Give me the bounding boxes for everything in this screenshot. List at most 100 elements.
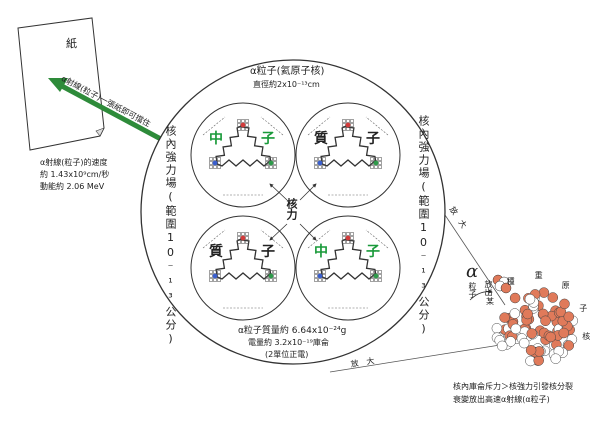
- quark-grid-cell: [350, 127, 354, 131]
- quark-grid-cell: [241, 127, 245, 131]
- quark-grid-cell: [237, 236, 241, 240]
- alpha-particle-diameter: 直徑約2x10⁻¹³cm: [253, 80, 320, 89]
- quark-grid-cell: [314, 270, 318, 274]
- alpha-speed-line1: α射線(粒子)的速度: [40, 158, 108, 167]
- quark-grid-cell: [265, 278, 269, 282]
- heavy-nucleon: [509, 308, 521, 319]
- quark-grid-cell: [374, 270, 378, 274]
- quark-grid-cell: [318, 278, 322, 282]
- alpha-particle-word: 粒子: [468, 282, 477, 298]
- charge-line1: 電量約 3.2x10⁻¹⁹庫侖: [248, 338, 329, 347]
- emission-arc: [469, 289, 493, 301]
- nucleon-char-2: 子: [261, 131, 275, 147]
- quark-grid-cell: [213, 278, 217, 282]
- heavy-nucleon: [496, 340, 508, 352]
- caption-line1: 核內庫侖斥力＞核強力引發核分裂: [453, 382, 573, 391]
- nucleon-outline: [190, 102, 296, 208]
- force-arrow: [202, 116, 226, 136]
- nucleon-char-2: 子: [261, 244, 275, 260]
- charge-line2: (2單位正電): [265, 350, 309, 359]
- quark-grid-cell: [350, 232, 354, 236]
- heavy-nucleon: [558, 327, 570, 339]
- quark-grid-cell: [350, 236, 354, 240]
- quark-grid-cell: [269, 157, 273, 161]
- neutron-nucleon: [190, 102, 296, 208]
- heavy-nucleus-label-char: 核: [582, 332, 591, 342]
- quark-dot: [345, 235, 351, 241]
- heavy-nucleus: [491, 287, 579, 367]
- heavy-nucleon: [524, 293, 536, 305]
- proton-nucleon: [190, 215, 296, 321]
- quark-grid-cell: [273, 274, 277, 278]
- alpha-speed-line2: 約 1.43x10⁹cm/秒: [40, 170, 110, 179]
- heavy-nucleon: [510, 323, 522, 335]
- quark-dot: [240, 122, 246, 128]
- quark-grid-cell: [245, 119, 249, 123]
- nucleon-char-1: 質: [209, 244, 223, 260]
- quark-grid-cell: [342, 236, 346, 240]
- heavy-nucleon: [540, 315, 551, 327]
- quark-grid-cell: [342, 232, 346, 236]
- quark-grid-cell: [273, 165, 277, 169]
- quark-grid-cell: [370, 274, 374, 278]
- alpha-speed-line3: 動能約 2.06 MeV: [40, 182, 105, 191]
- alpha-symbol: α: [466, 261, 479, 282]
- quark-grid-cell: [374, 165, 378, 169]
- heavy-nucleon: [525, 345, 537, 356]
- force-arrow: [365, 229, 389, 249]
- quark-grid-cell: [241, 240, 245, 244]
- heavy-nucleon: [522, 308, 533, 320]
- quark-grid-cell: [213, 270, 217, 274]
- nucleon-group: [190, 102, 401, 321]
- quark-grid-cell: [273, 270, 277, 274]
- quark-grid-cell: [213, 165, 217, 169]
- quark-grid-cell: [265, 270, 269, 274]
- quark-grid-cell: [245, 127, 249, 131]
- proton-nucleon: [295, 102, 401, 208]
- heavy-nucleon: [563, 311, 575, 322]
- quark-grid-cell: [217, 165, 221, 169]
- heavy-nucleon: [509, 292, 521, 304]
- heavy-nucleus-label-char: 原: [561, 280, 570, 290]
- gluon-line: [319, 272, 377, 280]
- nucleon-outline: [295, 102, 401, 208]
- nucleon-outline: [190, 215, 296, 321]
- quark-grid-cell: [378, 157, 382, 161]
- force-arrow: [307, 116, 331, 136]
- nucleon-outline: [295, 215, 401, 321]
- nucleon-char-1: 中: [314, 244, 328, 260]
- nucleon-char-1: 質: [314, 131, 328, 147]
- quark-grid-cell: [318, 157, 322, 161]
- heavy-nucleon: [499, 312, 510, 323]
- force-arrow: [365, 116, 389, 136]
- quark-grid-cell: [378, 274, 382, 278]
- quark-grid-cell: [265, 165, 269, 169]
- quark-grid-cell: [374, 278, 378, 282]
- nucleon-char-2: 子: [366, 131, 380, 147]
- gluon-line: [319, 159, 377, 167]
- quark-grid-cell: [241, 119, 245, 123]
- neutron-nucleon: [295, 215, 401, 321]
- heavy-nucleus-label-char: 重: [534, 271, 543, 281]
- quark-grid-cell: [346, 240, 350, 244]
- quark-grid-cell: [342, 123, 346, 127]
- heavy-nucleus-label-char: 子: [579, 303, 588, 313]
- heavy-nucleus-label-char: 某: [485, 297, 494, 306]
- quark-grid-cell: [378, 270, 382, 274]
- quark-grid-cell: [209, 161, 213, 165]
- nucleon-char-2: 子: [366, 244, 380, 260]
- quark-grid-cell: [378, 278, 382, 282]
- quark-grid-cell: [209, 165, 213, 169]
- quark-grid-cell: [213, 157, 217, 161]
- quark-grid-cell: [237, 240, 241, 244]
- quark-grid-cell: [322, 278, 326, 282]
- quark-grid-cell: [217, 274, 221, 278]
- quark-grid-cell: [273, 157, 277, 161]
- quark-grid-cell: [350, 240, 354, 244]
- quark-grid-cell: [370, 270, 374, 274]
- quark-grid-cell: [237, 232, 241, 236]
- quark-dot: [268, 273, 274, 279]
- quark-grid-cell: [350, 119, 354, 123]
- quark-grid-cell: [370, 157, 374, 161]
